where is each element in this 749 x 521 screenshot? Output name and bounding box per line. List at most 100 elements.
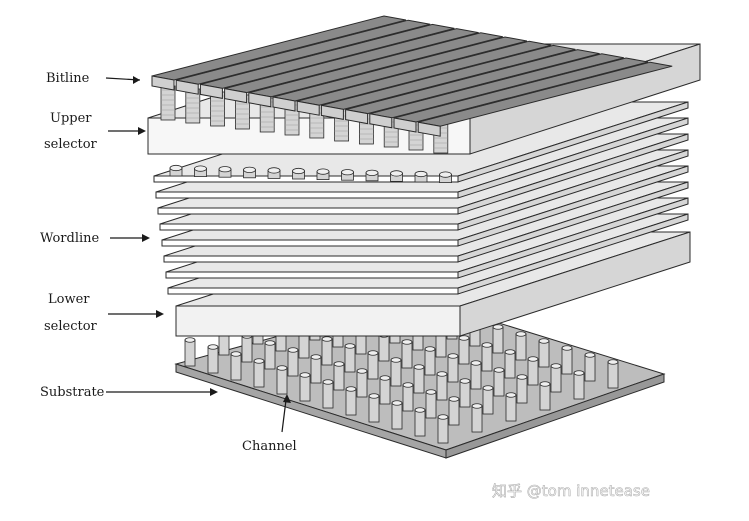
channel-pillar-cap [562, 346, 572, 351]
channel-pillar-cap [415, 408, 425, 413]
channel-pillar [437, 374, 447, 400]
channel-pillar [517, 377, 527, 403]
channel-pillar-cap [516, 332, 526, 337]
channel-pillar [346, 389, 356, 415]
channel-pillar [403, 385, 413, 411]
channel-pillar [415, 410, 425, 436]
channel-pillar [528, 359, 538, 385]
wordline-layer-front [164, 256, 458, 262]
wordline-layer-front [166, 272, 458, 278]
channel-pillar-cap [449, 397, 459, 402]
channel-pillar [460, 381, 470, 407]
channel-pillar-mid-cap [415, 171, 427, 176]
channel-pillar [459, 338, 469, 364]
channel-pillar [288, 350, 298, 376]
channel-pillar-cap [288, 348, 298, 353]
channel-pillar-cap [494, 368, 504, 373]
channel-pillar-cap [460, 379, 470, 384]
channel-pillar-cap [448, 354, 458, 359]
channel-pillar [472, 406, 482, 432]
upper-selector-arrowhead [138, 127, 146, 135]
channel-pillar-mid-cap [366, 170, 378, 175]
channel-pillar [551, 366, 561, 392]
channel-pillar-mid-cap [244, 167, 256, 172]
channel-pillar [426, 392, 436, 418]
substrate-arrowhead [210, 388, 218, 396]
channel-pillar-cap [322, 337, 332, 342]
wordline-layer-front [160, 224, 458, 230]
channel-pillar-cap [277, 366, 287, 371]
channel-pillar-cap [437, 372, 447, 377]
channel-pillar-cap [265, 341, 275, 346]
channel-pillar [540, 384, 550, 410]
channel-pillar-cap [471, 361, 481, 366]
channel-pillar-mid-cap [219, 167, 231, 172]
channel-pillar [574, 373, 584, 399]
channel-pillar [300, 375, 310, 401]
bitline-label: Bitline [46, 71, 90, 86]
upper-selector-label-2: selector [44, 137, 98, 152]
channel-pillar-mid-cap [195, 166, 207, 171]
label-upper-selector: Upper selector [44, 111, 146, 152]
channel-pillar-cap [414, 365, 424, 370]
channel-pillar [425, 349, 435, 375]
channel-pillar-cap [369, 394, 379, 399]
lower-selector-arrowhead [156, 310, 164, 318]
channel-pillar [323, 382, 333, 408]
channel-pillar [448, 356, 458, 382]
label-wordline: Wordline [40, 231, 150, 246]
channel-pillar [392, 403, 402, 429]
channel-pillar-cap [608, 360, 618, 365]
label-bitline: Bitline [46, 71, 140, 86]
wordline-layer-front [162, 240, 458, 246]
channel-pillar [391, 360, 401, 386]
channel-pillar-cap [539, 339, 549, 344]
channel-label: Channel [242, 439, 297, 454]
channel-pillar-mid-cap [391, 171, 403, 176]
channel-pillar-cap [368, 351, 378, 356]
channel-pillar [379, 335, 389, 361]
channel-pillar-cap [403, 383, 413, 388]
channel-pillar [322, 339, 332, 365]
lower-selector-label-2: selector [44, 319, 98, 334]
channel-pillar [231, 354, 241, 380]
channel-pillar-cap [483, 386, 493, 391]
channel-pillar [494, 370, 504, 396]
channel-pillar-cap [551, 364, 561, 369]
channel-pillar-mid-cap [293, 168, 305, 173]
channel-pillar [402, 342, 412, 368]
channel-pillar [380, 378, 390, 404]
lower-selector-label-1: Lower [48, 292, 90, 307]
channel-pillar-cap [185, 338, 195, 343]
channel-pillar-cap [392, 401, 402, 406]
channel-pillar [311, 357, 321, 383]
channel-pillar [585, 355, 595, 381]
channel-pillar-cap [517, 375, 527, 380]
channel-pillar [345, 346, 355, 372]
channel-pillar-cap [574, 371, 584, 376]
channel-pillar-cap [402, 340, 412, 345]
channel-pillar-cap [357, 369, 367, 374]
channel-pillar-cap [528, 357, 538, 362]
channel-pillar-cap [585, 353, 595, 358]
channel-pillar [471, 363, 481, 389]
channel-pillar [242, 336, 252, 362]
channel-pillar [254, 361, 264, 387]
channel-pillar-cap [345, 344, 355, 349]
channel-pillar-mid-cap [170, 165, 182, 170]
channel-pillar [438, 417, 448, 443]
channel-pillar [449, 399, 459, 425]
wordline-layer-front [158, 208, 458, 214]
channel-pillar [493, 327, 503, 353]
channel-pillar-cap [231, 352, 241, 357]
channel-pillar-mid-cap [268, 168, 280, 173]
channel-pillar-cap [472, 404, 482, 409]
wordline-label: Wordline [40, 231, 100, 246]
channel-pillar [562, 348, 572, 374]
channel-pillar-cap [380, 376, 390, 381]
channel-pillar-cap [425, 347, 435, 352]
channel-pillar [482, 345, 492, 371]
channel-pillar [505, 352, 515, 378]
